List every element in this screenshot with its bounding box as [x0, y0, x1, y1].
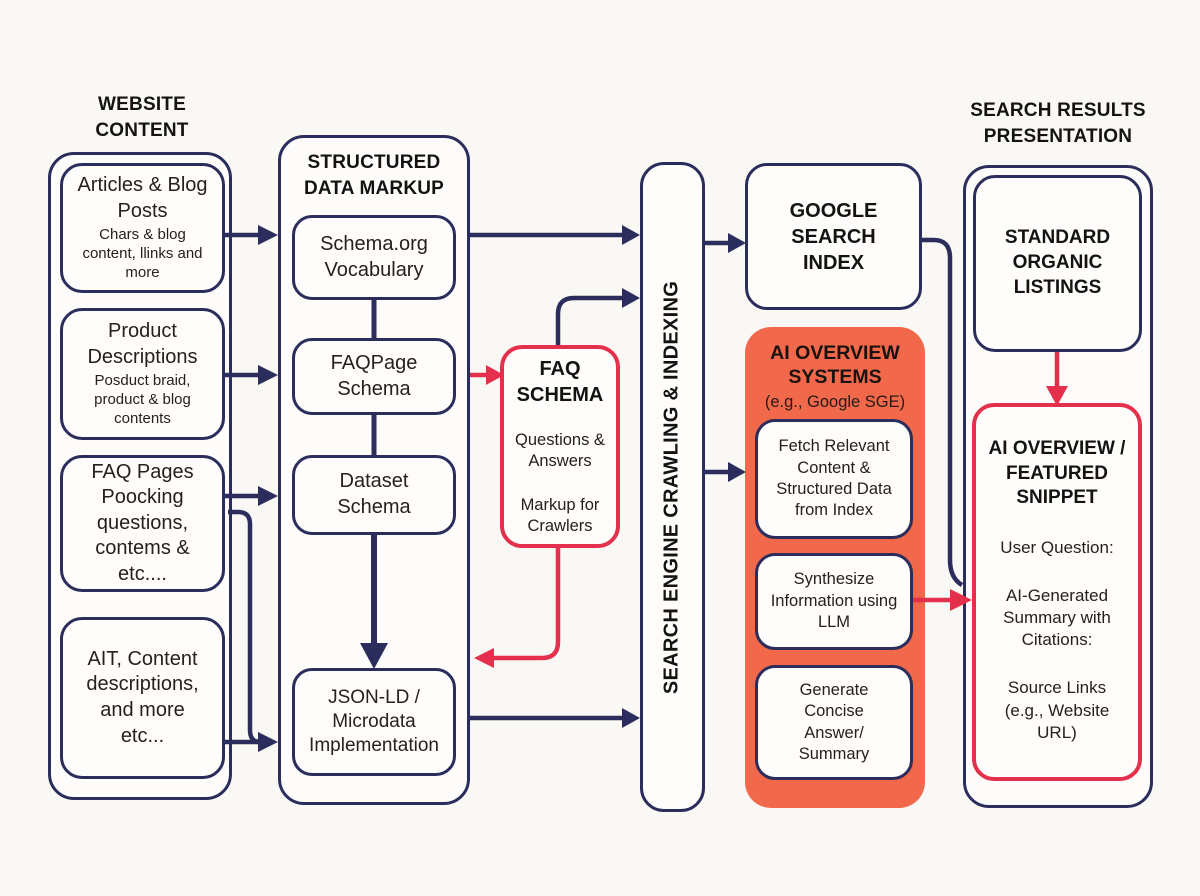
line-google-index-to-snippet [922, 237, 964, 587]
search-results-heading: SEARCH RESULTS PRESENTATION [970, 100, 1146, 147]
snippet-line2: AI-Generated Summary with Citations: [1003, 586, 1111, 650]
arrowhead [258, 732, 278, 752]
jsonld-implementation-box: JSON-LD / Microdata Implementation [292, 668, 456, 776]
ait-content-text: AIT, Content descriptions, and more etc.… [86, 647, 199, 747]
synthesize-step-label: Synthesize Information using LLM [770, 570, 898, 632]
ait-content-box: AIT, Content descriptions, and more etc.… [60, 617, 225, 779]
standard-organic-listings-box: STANDARD ORGANIC LISTINGS [973, 175, 1142, 352]
faqpage-schema-box: FAQPage Schema [292, 338, 456, 415]
arrowhead [258, 225, 278, 245]
product-title: Product Descriptions [87, 320, 198, 368]
arrow-faqschema-to-crawling [555, 295, 622, 346]
crawling-indexing-label: SEARCH ENGINE CRAWLING & INDEXING [660, 280, 683, 695]
red-arrow-faqschema-to-jsonld [494, 548, 561, 661]
arrowhead [622, 708, 640, 728]
faq-schema-line2: Markup for Crawlers [520, 495, 600, 535]
red-arrowhead [474, 648, 494, 668]
google-search-index-box: GOOGLE SEARCH INDEX [745, 163, 922, 310]
synthesize-step-box: Synthesize Information using LLM [755, 553, 913, 650]
snippet-line1: User Question: [1000, 538, 1114, 558]
arrowhead [622, 225, 640, 245]
faq-pages-box: FAQ Pages Poocking questions, contems & … [60, 455, 225, 592]
snippet-line3: Source Links (e.g., Website URL) [1004, 678, 1110, 742]
arrowhead [258, 486, 278, 506]
faq-pages-text: FAQ Pages Poocking questions, contems & … [91, 460, 194, 585]
articles-title: Articles & Blog Posts [77, 174, 208, 222]
structured-data-heading: STRUCTURED DATA MARKUP [303, 152, 445, 199]
ai-overview-header: AI OVERVIEW SYSTEMS (e.g., Google SGE) [750, 341, 920, 413]
product-subtitle: Posduct braid, product & blog contents [94, 372, 191, 428]
faqpage-label: FAQPage Schema [330, 351, 418, 400]
arrowhead [622, 288, 640, 308]
ai-overview-title: AI OVERVIEW SYSTEMS [770, 342, 900, 389]
arrowhead [258, 365, 278, 385]
snippet-title: AI OVERVIEW / FEATURED SNIPPET [988, 438, 1126, 509]
generate-answer-step-box: Generate Concise Answer/ Summary [755, 665, 913, 780]
dataset-schema-box: Dataset Schema [292, 455, 456, 535]
articles-blog-posts-box: Articles & Blog Posts Chars & blog conte… [60, 163, 225, 293]
articles-subtitle: Chars & blog content, llinks and more [82, 226, 203, 282]
schemaorg-vocabulary-box: Schema.org Vocabulary [292, 215, 456, 300]
fetch-content-step-box: Fetch Relevant Content & Structured Data… [755, 419, 913, 539]
google-search-index-label: GOOGLE SEARCH INDEX [789, 199, 878, 274]
dataset-label: Dataset Schema [337, 470, 411, 518]
faq-schema-box: FAQ SCHEMA Questions & Answers Markup fo… [500, 345, 620, 548]
faq-schema-title: FAQ SCHEMA [516, 357, 604, 406]
arrowhead [728, 462, 746, 482]
jsonld-label: JSON-LD / Microdata Implementation [309, 686, 439, 757]
crawling-indexing-box [640, 162, 705, 812]
fetch-content-step-label: Fetch Relevant Content & Structured Data… [776, 437, 892, 520]
website-content-heading: WEBSITE CONTENT [95, 94, 189, 141]
faq-schema-line1: Questions & Answers [515, 430, 605, 471]
product-descriptions-box: Product Descriptions Posduct braid, prod… [60, 308, 225, 440]
standard-organic-listings-label: STANDARD ORGANIC LISTINGS [1004, 227, 1111, 298]
ai-overview-featured-snippet-box: AI OVERVIEW / FEATURED SNIPPET User Ques… [972, 403, 1142, 781]
arrowhead [728, 233, 746, 253]
generate-answer-step-label: Generate Concise Answer/ Summary [798, 680, 870, 763]
branch-faqpages-to-jsonld [228, 509, 261, 745]
ai-overview-subtitle: (e.g., Google SGE) [764, 392, 906, 411]
schemaorg-label: Schema.org Vocabulary [320, 232, 428, 281]
